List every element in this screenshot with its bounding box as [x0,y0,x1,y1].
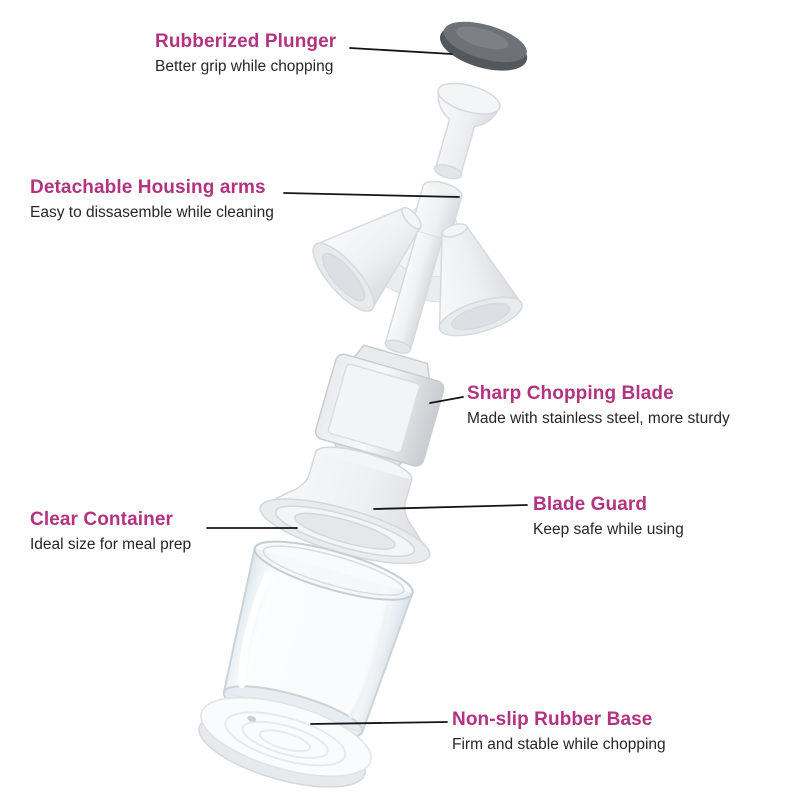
callout-description: Made with stainless steel, more sturdy [467,409,730,427]
callout-description: Easy to dissasemble while cleaning [30,203,274,221]
callout-description: Firm and stable while chopping [452,735,666,753]
callout-blade-guard: Blade Guard Keep safe while using [533,494,684,539]
plunger-shaft-illustration [433,82,501,180]
callout-rubber-base: Non-slip Rubber Base Firm and stable whi… [452,709,666,754]
callout-description: Ideal size for meal prep [30,535,192,553]
housing-arms-illustration [312,180,523,354]
blade-guard-illustration [259,446,431,565]
callout-title: Detachable Housing arms [30,177,266,198]
rubber-base-illustration [198,697,372,788]
leader-line-housing [283,192,460,198]
callout-chopping-blade: Sharp Chopping Blade Made with stainless… [467,383,730,428]
plunger-knob-illustration [439,21,528,71]
callout-clear-container: Clear Container Ideal size for meal prep [30,509,191,554]
callout-description: Better grip while chopping [155,57,334,75]
leader-line-guard [373,504,528,510]
callout-title: Non-slip Rubber Base [452,709,653,730]
callout-title: Sharp Chopping Blade [467,383,674,404]
callout-housing-arms: Detachable Housing arms Easy to dissasem… [30,177,274,222]
callout-title: Clear Container [30,509,173,530]
callout-title: Rubberized Plunger [155,31,337,52]
leader-line-blade [429,396,464,404]
callout-description: Keep safe while using [533,520,684,538]
leader-line-base [310,721,448,725]
leader-lines [206,47,528,725]
callout-rubberized-plunger: Rubberized Plunger Better grip while cho… [155,31,336,76]
callout-title: Blade Guard [533,494,648,515]
leader-line-plunger [349,47,453,55]
